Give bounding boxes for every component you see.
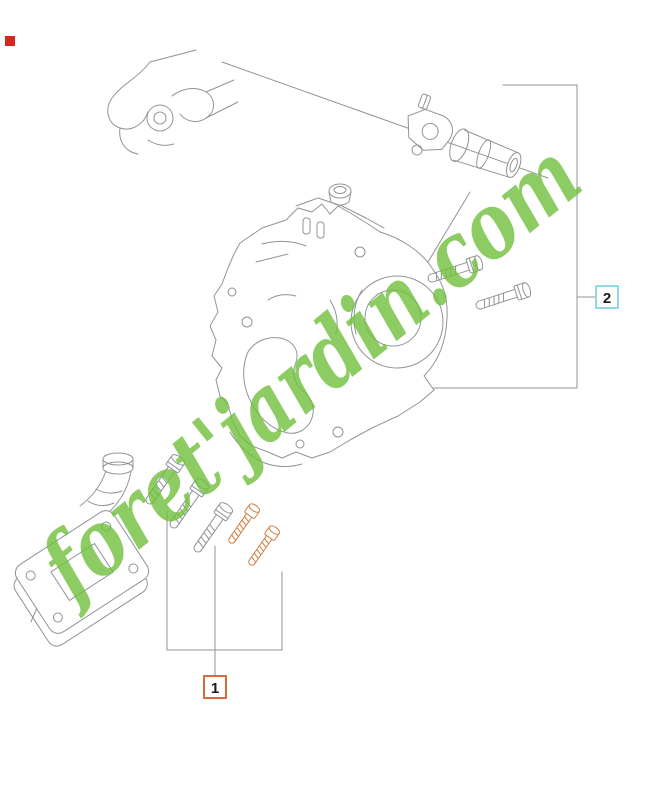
stud: [244, 523, 282, 569]
upper-assembly-fragment: [107, 49, 239, 155]
cap-plug-part: [328, 183, 352, 206]
assembly-axis-line: [427, 191, 471, 263]
callout-2-bracket: [221, 61, 597, 389]
callout-2[interactable]: 2: [595, 285, 619, 309]
callout-1-bracket: [166, 511, 283, 677]
callout-2-label: 2: [603, 290, 611, 307]
accent-studs: [224, 501, 282, 569]
callout-2-box[interactable]: [595, 285, 619, 309]
callout-1[interactable]: 1: [203, 675, 227, 699]
intake-manifold-part: [13, 452, 150, 647]
callout-1-label: 1: [211, 680, 219, 697]
clamp-assembly-part: [407, 93, 522, 178]
corner-marker: [5, 36, 15, 46]
watermark-text: foret'jardin.com: [17, 122, 600, 623]
leader-diagonal-line: [221, 61, 549, 179]
callout-1-box[interactable]: [203, 675, 227, 699]
crankcase-cover-part: [209, 197, 448, 468]
